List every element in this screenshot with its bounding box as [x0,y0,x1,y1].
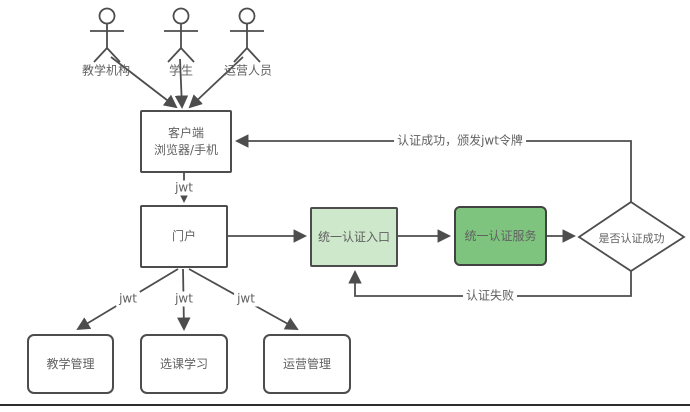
node-course-learning: 选课学习 [140,334,228,394]
edge-label-jwt-operations: jwt [234,291,258,307]
node-teaching-mgmt: 教学管理 [27,334,114,394]
actor-student-label: 学生 [168,63,194,78]
actor-operator-label: 运营人员 [223,63,273,78]
edge-label-jwt-portal: jwt [172,180,196,196]
node-course-learning-label: 选课学习 [159,356,208,371]
node-auth-entry-label: 统一认证入口 [317,229,390,244]
edge-label-auth-success: 认证成功，颁发jwt令牌 [394,133,526,149]
node-teaching-mgmt-label: 教学管理 [46,356,95,371]
node-client-title: 客户端 [167,125,204,140]
node-auth-service: 统一认证服务 [454,206,547,266]
edge-label-jwt-course: jwt [172,291,196,307]
actor-teaching-org-label: 教学机构 [81,63,131,78]
actor-teaching-org-icon [90,7,124,63]
node-auth-entry: 统一认证入口 [310,207,398,267]
node-client: 客户端 浏览器/手机 [140,110,232,173]
node-decision-label: 是否认证成功 [598,232,665,245]
bottom-border-line [0,404,690,406]
node-operations-mgmt: 运营管理 [263,334,351,394]
actor-student-icon [164,7,198,63]
edge-student-client [174,58,189,110]
actor-operator-icon [230,7,264,63]
node-decision-shape [577,200,686,273]
node-auth-service-label: 统一认证服务 [464,228,537,243]
edge-teaching-org-client [110,56,178,109]
node-operations-mgmt-label: 运营管理 [282,356,331,371]
node-client-subtitle: 浏览器/手机 [153,142,219,157]
edge-label-auth-fail: 认证失败 [462,288,518,304]
node-portal: 门户 [140,205,228,268]
edge-operator-client [188,56,244,109]
edge-decision-client-success [234,134,632,202]
edge-label-jwt-teaching: jwt [116,291,140,307]
node-portal-label: 门户 [171,229,196,243]
